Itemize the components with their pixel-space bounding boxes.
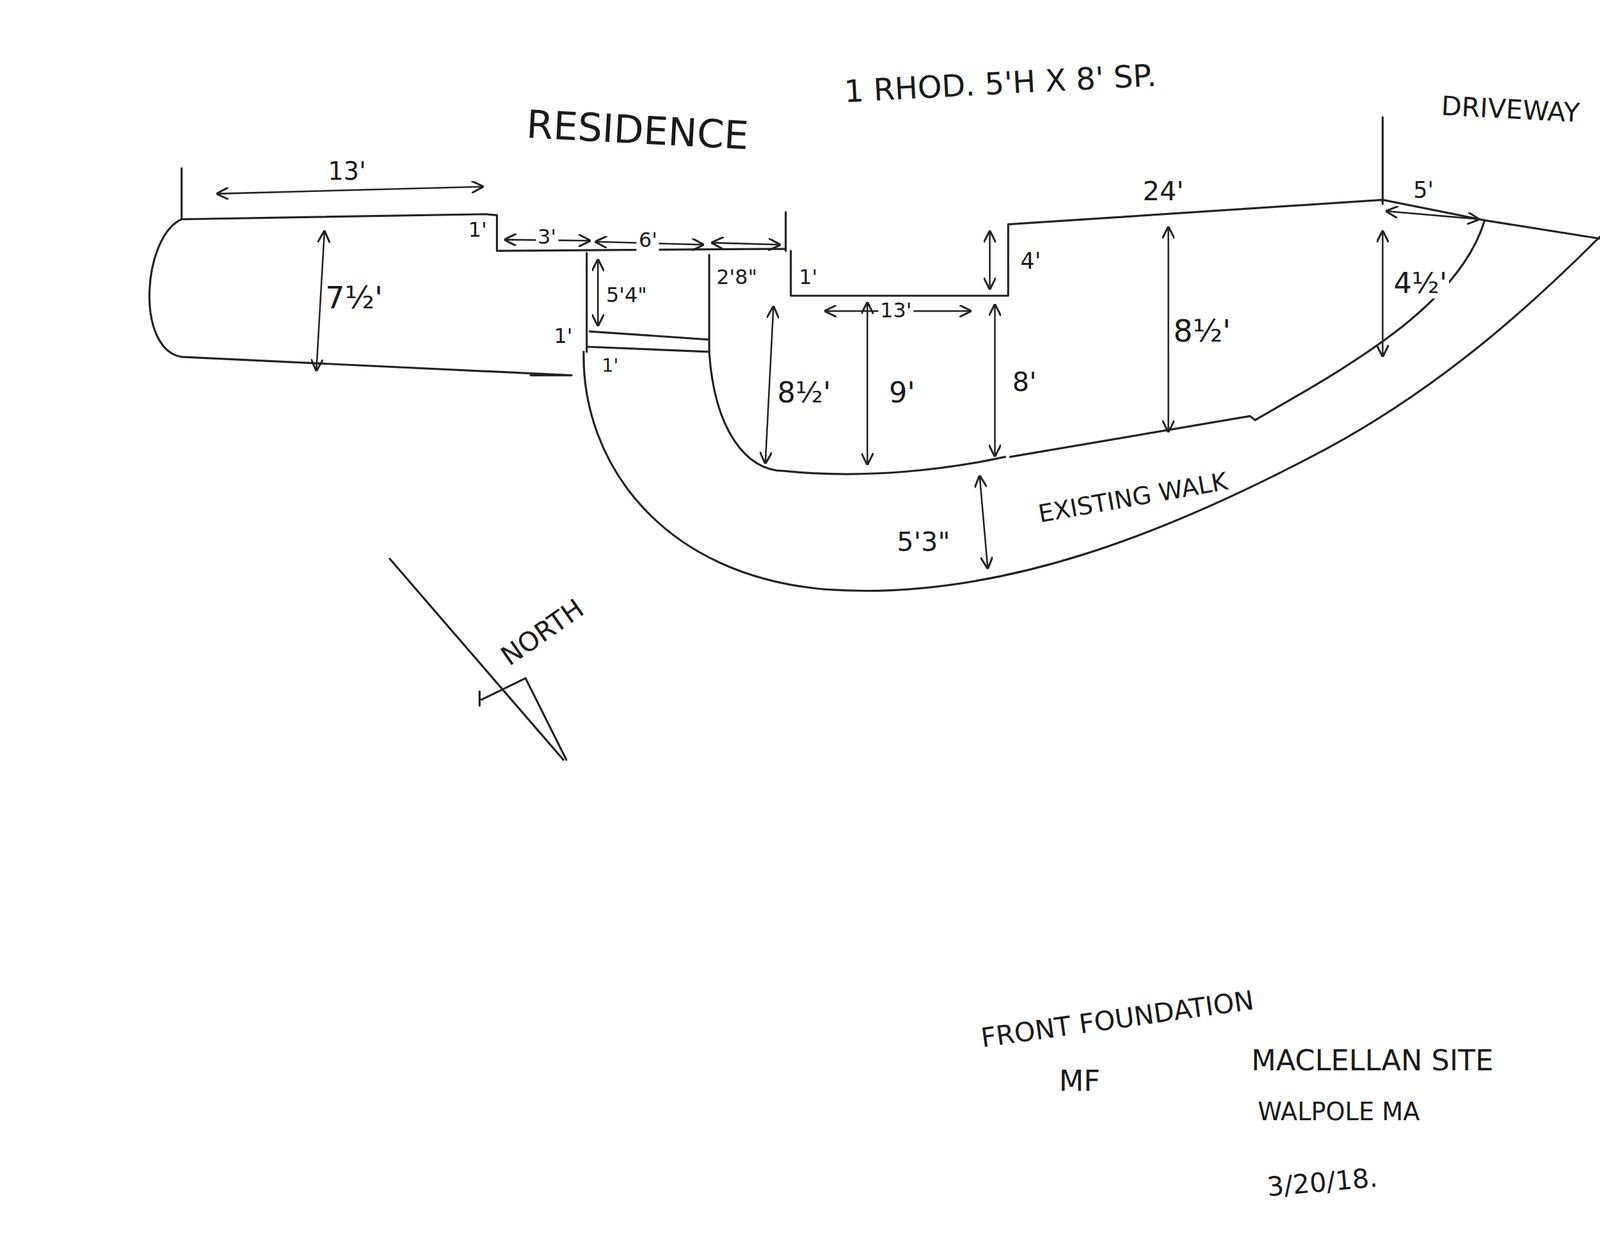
dimension-text: 5'	[1411, 177, 1436, 202]
dimension-text: 24'	[1141, 177, 1186, 207]
outlines	[149, 117, 1600, 591]
dimension-line	[1167, 226, 1170, 433]
dimension-line	[1381, 230, 1384, 358]
dimension-text: 1'	[599, 355, 621, 376]
author-initials: MF	[1057, 1066, 1103, 1097]
dimension-text: 9'	[887, 377, 918, 408]
dimension-line	[711, 242, 781, 245]
dimension-text: 8'	[1010, 368, 1039, 397]
walk-label: EXISTING WALK	[1034, 468, 1232, 528]
driveway-edge	[1381, 117, 1384, 204]
dimension-text: 2'8"	[714, 266, 760, 288]
sheet-date: 3/20/18.	[1264, 1164, 1381, 1203]
site-town: WALPOLE MA	[1255, 1099, 1422, 1126]
left-bed-edge	[149, 219, 571, 376]
dimension-lines	[216, 186, 1480, 570]
dimension-text: 13'	[325, 158, 368, 185]
walk-edge	[583, 236, 1600, 592]
dimension-text: 1'	[466, 220, 489, 242]
driveway-label: DRIVEWAY	[1438, 92, 1583, 128]
dimension-line	[866, 302, 869, 466]
dimension-text: 1'	[552, 325, 575, 347]
north-arrow	[389, 559, 567, 761]
dimension-text: 1'	[796, 266, 820, 288]
site-name: MACLELLAN SITE	[1249, 1046, 1496, 1077]
north-line	[389, 559, 564, 761]
dimension-text: 5'4"	[604, 285, 649, 307]
dimension-text: 5'3"	[894, 528, 952, 557]
dimension-text: 6'	[636, 230, 660, 252]
dimension-text: 8½'	[1171, 315, 1233, 348]
dimension-line	[597, 259, 600, 327]
sheet-title: FRONT FOUNDATION	[977, 986, 1258, 1054]
dimension-line	[1385, 211, 1480, 220]
dimension-text: 4'	[1018, 249, 1043, 274]
dimension-line	[988, 230, 991, 290]
tick-line	[530, 374, 572, 377]
dimension-text: 3'	[535, 227, 559, 249]
dimension-line	[765, 305, 774, 464]
dimension-line	[979, 475, 989, 570]
dimension-text: 13'	[878, 300, 914, 322]
dimension-line	[216, 186, 484, 194]
dimension-text: 8½'	[775, 377, 833, 408]
step-bed	[586, 252, 710, 352]
dimension-text: 7½'	[323, 281, 385, 314]
dimension-text: 4½'	[1391, 268, 1449, 299]
building-label: RESIDENCE	[523, 104, 752, 157]
plant-note: 1 RHOD. 5'H X 8' SP.	[840, 59, 1159, 109]
north-head	[479, 678, 567, 761]
dimension-line	[993, 304, 996, 457]
bed-edge	[709, 220, 1485, 475]
foundation-line	[181, 168, 1600, 296]
north-label: NORTH	[495, 593, 591, 672]
